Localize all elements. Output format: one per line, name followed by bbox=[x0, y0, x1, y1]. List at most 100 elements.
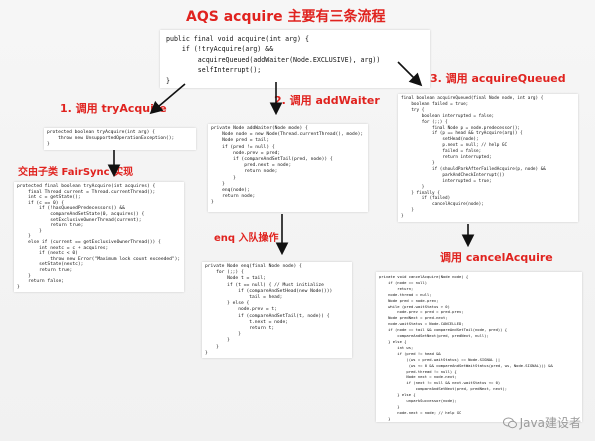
code-line: } else { bbox=[379, 392, 416, 398]
code-line: if (compareAndSetTail(t, node)) { bbox=[205, 313, 330, 319]
code-line: if (compareAndSetHead(new Node())) bbox=[205, 288, 333, 294]
code-line: } bbox=[17, 284, 20, 290]
code-line: unparkSuccessor(node); bbox=[379, 398, 457, 404]
code-line: acquireQueued(addWaiter(Node.EXCLUSIVE),… bbox=[166, 55, 381, 64]
code-line: final Thread current = Thread.currentThr… bbox=[17, 189, 156, 195]
code-line: selfInterrupt(); bbox=[166, 66, 262, 75]
code-line: } bbox=[166, 76, 170, 85]
code-line: } else { bbox=[379, 338, 407, 344]
code-line: if (pred != null) { bbox=[211, 144, 275, 150]
code-line: throw new UnsupportedOperationException(… bbox=[47, 136, 175, 141]
code-line: node.prev = pred = pred.prev; bbox=[379, 309, 464, 315]
code-line: } bbox=[401, 160, 435, 166]
code-line: final Node p = node.predecessor(); bbox=[401, 125, 520, 131]
diagram-title: AQS acquire 主要有三条流程 bbox=[186, 9, 386, 25]
code-line: return t; bbox=[205, 326, 275, 332]
code-line: } bbox=[401, 184, 425, 190]
label-fair-sync: 交由子类 FairSync 实现 bbox=[18, 167, 134, 178]
arrow-to-acquire-queued bbox=[397, 61, 423, 87]
code-line: public final void acquire(int arg) { bbox=[166, 35, 309, 43]
code-line: compareAndSetNext(pred, predNext, next); bbox=[379, 386, 508, 392]
code-line: try { bbox=[401, 107, 425, 113]
code-line: compareAndSetState(0, acquires)) { bbox=[17, 211, 145, 217]
code-line: if (node == null) bbox=[379, 279, 428, 285]
code-line: for (;;) { bbox=[205, 270, 244, 276]
code-line: } bbox=[379, 403, 400, 409]
code-add-waiter: private Node addWaiter(Node mode) { Node… bbox=[208, 124, 368, 212]
code-line: return true; bbox=[17, 267, 73, 273]
code-line: pred.next = node; bbox=[211, 163, 292, 169]
code-line: int c = getState(); bbox=[17, 195, 81, 201]
code-line: else if (current == getExclusiveOwnerThr… bbox=[17, 239, 161, 245]
code-line: } bbox=[205, 350, 208, 356]
wechat-icon bbox=[502, 417, 517, 429]
code-line: final boolean acquireQueued(final Node n… bbox=[401, 96, 544, 101]
code-line: p.next = null; // help GC bbox=[401, 143, 508, 149]
code-line: parkAndCheckInterrupt()) bbox=[401, 172, 505, 178]
arrow-to-try-acquire bbox=[149, 83, 186, 115]
code-line: protected final boolean tryAcquire(int a… bbox=[17, 184, 156, 189]
code-line: node.prev = t; bbox=[205, 307, 277, 313]
code-line: return false; bbox=[17, 279, 65, 285]
code-line: boolean interrupted = false; bbox=[401, 113, 495, 119]
code-line: } bbox=[401, 214, 404, 220]
code-line: enq(node); bbox=[211, 188, 250, 194]
code-line: } bbox=[17, 228, 42, 234]
code-acquire: public final void acquire(int arg) { if … bbox=[160, 30, 430, 88]
code-line: if (failed) bbox=[401, 196, 451, 202]
code-line: } bbox=[211, 181, 225, 187]
code-line: if (c == 0) { bbox=[17, 200, 65, 206]
code-line: if (pred != head && bbox=[379, 350, 441, 356]
code-line: int nextc = c + acquires; bbox=[17, 245, 109, 251]
code-line: return; bbox=[379, 285, 414, 291]
label-enq: enq 入队操作 bbox=[214, 233, 279, 244]
code-line: tail = head; bbox=[205, 295, 283, 301]
code-line: return node; bbox=[211, 169, 278, 175]
code-line: for (;;) { bbox=[401, 119, 448, 125]
code-line: return node; bbox=[211, 194, 256, 200]
code-line: interrupted = true; bbox=[401, 178, 492, 184]
code-line: setExclusiveOwnerThread(current); bbox=[17, 217, 142, 223]
watermark: Java建设者 bbox=[502, 414, 581, 431]
code-line: if (!hasQueuedPredecessors() && bbox=[17, 206, 125, 212]
code-line: } bbox=[17, 234, 31, 240]
code-line: failed = false; bbox=[401, 149, 482, 155]
code-line: } finally { bbox=[401, 190, 440, 196]
code-line: } bbox=[211, 175, 236, 181]
code-line: private Node addWaiter(Node mode) { bbox=[211, 126, 308, 131]
code-line: node.next = node; // help GC bbox=[379, 409, 462, 415]
code-fair-try-acquire: protected final boolean tryAcquire(int a… bbox=[14, 182, 184, 292]
code-line: if (compareAndSetTail(pred, node)) { bbox=[211, 157, 333, 163]
code-line: Node next = node.next; bbox=[379, 374, 457, 380]
code-line: if (node == tail && compareAndSetTail(no… bbox=[379, 327, 508, 333]
code-line: cancelAcquire(node); bbox=[401, 202, 484, 208]
label-try-acquire: 1. 调用 tryAcquire bbox=[60, 102, 167, 115]
code-line: if (nextc < 0) bbox=[17, 251, 78, 257]
code-acquire-queued: final boolean acquireQueued(final Node n… bbox=[398, 94, 578, 222]
code-line: Node predNext = pred.next; bbox=[379, 315, 448, 321]
code-line: node.waitStatus = Node.CANCELLED; bbox=[379, 321, 464, 327]
code-line: while (pred.waitStatus > 0) bbox=[379, 303, 450, 309]
code-line: private Node enq(final Node node) { bbox=[205, 264, 302, 269]
code-line: protected boolean tryAcquire(int arg) { bbox=[47, 130, 155, 135]
code-line: if (shouldParkAfterFailedAcquire(p, node… bbox=[401, 166, 546, 172]
code-line: return interrupted; bbox=[401, 155, 492, 161]
code-line: setHead(node); bbox=[401, 137, 479, 143]
code-line: return true; bbox=[17, 223, 84, 229]
code-line: private void cancelAcquire(Node node) { bbox=[379, 274, 469, 279]
code-line: Node t = tail; bbox=[205, 276, 266, 282]
code-line: } bbox=[211, 200, 214, 206]
code-line: node.prev = pred; bbox=[211, 150, 281, 156]
code-line: Node pred = tail; bbox=[211, 138, 270, 144]
code-line: Node node = new Node(Thread.currentThrea… bbox=[211, 132, 364, 138]
code-line: } bbox=[401, 208, 414, 214]
code-line: } bbox=[379, 415, 391, 421]
code-line: if (!tryAcquire(arg) && bbox=[166, 45, 274, 54]
code-line: compareAndSetNext(pred, predNext, null); bbox=[379, 333, 489, 339]
code-line: int ws; bbox=[379, 344, 414, 350]
code-line: } else { bbox=[205, 301, 250, 307]
code-line: pred.thread != null) { bbox=[379, 368, 457, 374]
code-line: (ws <= 0 && compareAndSetWaitStatus(pred… bbox=[379, 362, 553, 368]
